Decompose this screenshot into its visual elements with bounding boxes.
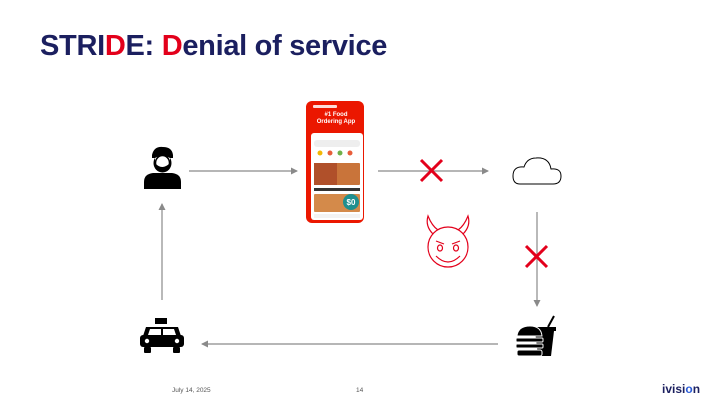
footer-date: July 14, 2025 [172, 387, 211, 394]
price-badge: $0 [347, 198, 356, 207]
phone-headline-line-1: #1 Food [324, 112, 348, 118]
title-part-5: enial of service [182, 30, 388, 62]
slide-title: STRIDE: Denial of service [40, 30, 387, 63]
fast-food-icon [515, 315, 556, 357]
blocked-x-icon [419, 158, 444, 183]
devil-face-icon [426, 214, 470, 268]
blocked-x-icon [524, 244, 549, 269]
title-part-3: E: [125, 30, 162, 62]
title-highlight-d2: D [161, 30, 183, 62]
page-number: 14 [356, 387, 364, 394]
ivision-logo: ivision [662, 382, 701, 396]
food-app-phone: $0 [306, 101, 364, 223]
title-part-1: STRI [40, 30, 105, 62]
phone-headline: #1 Food Ordering App [309, 112, 363, 126]
taxi-icon [140, 318, 184, 353]
title-highlight-d: D [104, 30, 126, 62]
user-icon [144, 146, 181, 189]
cloud-icon [512, 157, 562, 185]
phone-headline-line-2: Ordering App [316, 119, 356, 125]
